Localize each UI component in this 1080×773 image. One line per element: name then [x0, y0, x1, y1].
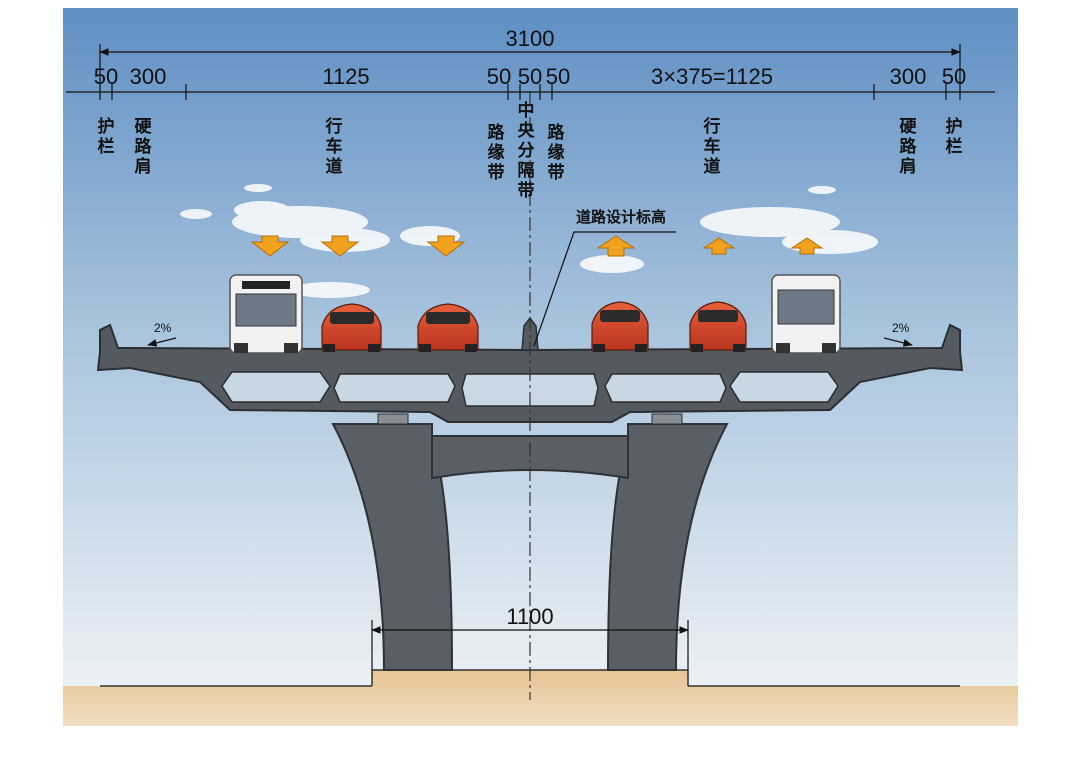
dim-shoulder-left: 300 — [130, 64, 167, 89]
bridge-pier — [331, 423, 729, 671]
bearings — [377, 413, 683, 425]
dim-median: 50 — [518, 64, 542, 89]
slope-arrow-left — [147, 337, 177, 347]
bus-right — [771, 274, 841, 354]
label-edge-strip-right: 路缘带 — [548, 122, 566, 182]
dimension-lines — [66, 44, 995, 100]
car-4 — [689, 301, 747, 352]
direction-arrows-up — [596, 235, 824, 257]
dim-lanes-left: 1125 — [322, 64, 369, 89]
dim-lanes-right: 3×375=1125 — [651, 64, 773, 89]
label-lanes-right: 行车道 — [703, 116, 721, 176]
slope-right-label: 2% — [892, 321, 910, 335]
dim-edge-left: 50 — [487, 64, 511, 89]
slope-arrow-right — [883, 337, 913, 347]
direction-arrows-down — [250, 235, 466, 257]
dim-edge-right: 50 — [546, 64, 570, 89]
bus-left — [229, 274, 303, 354]
dim-shoulder-right: 300 — [890, 64, 927, 89]
design-elevation-label: 道路设计标高 — [576, 208, 666, 226]
median-barrier — [521, 316, 539, 351]
label-guardrail-left: 护栏 — [98, 116, 115, 156]
car-1 — [321, 303, 382, 352]
dim-total: 3100 — [506, 26, 555, 51]
girder-cells — [221, 371, 839, 407]
label-shoulder-right: 硬路肩 — [900, 117, 918, 176]
label-edge-strip-left: 路缘带 — [488, 122, 506, 182]
dim-pier-span: 1100 — [506, 604, 553, 629]
dim-guard-right: 50 — [942, 64, 966, 89]
label-guardrail-right: 护栏 — [946, 116, 963, 156]
design-elevation-leader — [533, 231, 676, 347]
label-lanes-left: 行车道 — [325, 116, 343, 176]
label-shoulder-left: 硬路肩 — [135, 117, 153, 176]
clouds — [180, 184, 878, 298]
slope-left-label: 2% — [154, 321, 172, 335]
dim-guard-left: 50 — [94, 64, 118, 89]
car-3 — [591, 301, 649, 352]
label-median: 中央分隔带 — [518, 100, 536, 200]
pier-span-dimension — [371, 620, 689, 670]
pier-cross-beam — [431, 435, 629, 480]
car-2 — [417, 303, 479, 352]
ground — [63, 670, 1018, 726]
